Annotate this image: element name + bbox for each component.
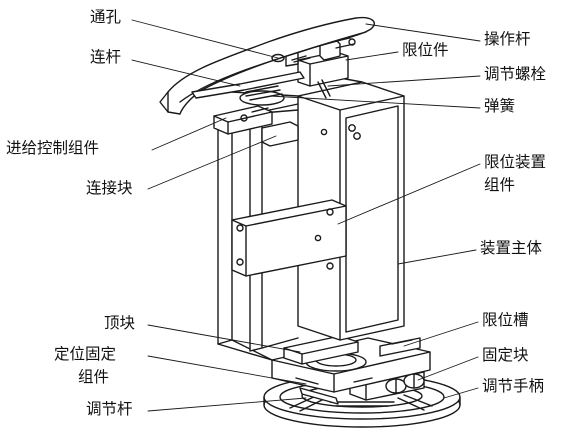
label-limit-device-assembly-line2: 组件	[484, 176, 516, 194]
label-limit-device-assembly-line1: 限位装置	[484, 153, 547, 171]
label-adjust-bolt: 调节螺栓	[484, 65, 547, 83]
adjust-rod	[299, 387, 339, 405]
label-adjust-handle: 调节手柄	[482, 377, 545, 395]
label-positioning-fixing-line2: 组件	[78, 368, 110, 386]
label-feed-control-assembly: 进给控制组件	[6, 139, 100, 157]
label-positioning-fixing-line1: 定位固定	[54, 345, 117, 363]
label-main-body: 装置主体	[480, 239, 543, 257]
limit-groove	[379, 337, 421, 357]
label-top-block: 顶块	[104, 314, 136, 332]
label-operating-lever: 操作杆	[484, 30, 531, 48]
label-adjust-rod: 调节杆	[86, 400, 133, 418]
main-body	[297, 81, 405, 341]
label-through-hole: 通孔	[90, 8, 122, 26]
label-connecting-block: 连接块	[86, 179, 133, 197]
label-fixing-block: 固定块	[482, 346, 529, 364]
label-limit-groove: 限位槽	[482, 311, 529, 329]
label-limit-piece: 限位件	[402, 41, 449, 59]
leader-lines	[131, 19, 481, 412]
limit-device-plate	[231, 199, 347, 277]
feed-control	[213, 105, 273, 135]
label-spring: 弹簧	[484, 97, 516, 115]
label-link-rod: 连杆	[90, 48, 122, 66]
operating-lever	[159, 16, 375, 115]
